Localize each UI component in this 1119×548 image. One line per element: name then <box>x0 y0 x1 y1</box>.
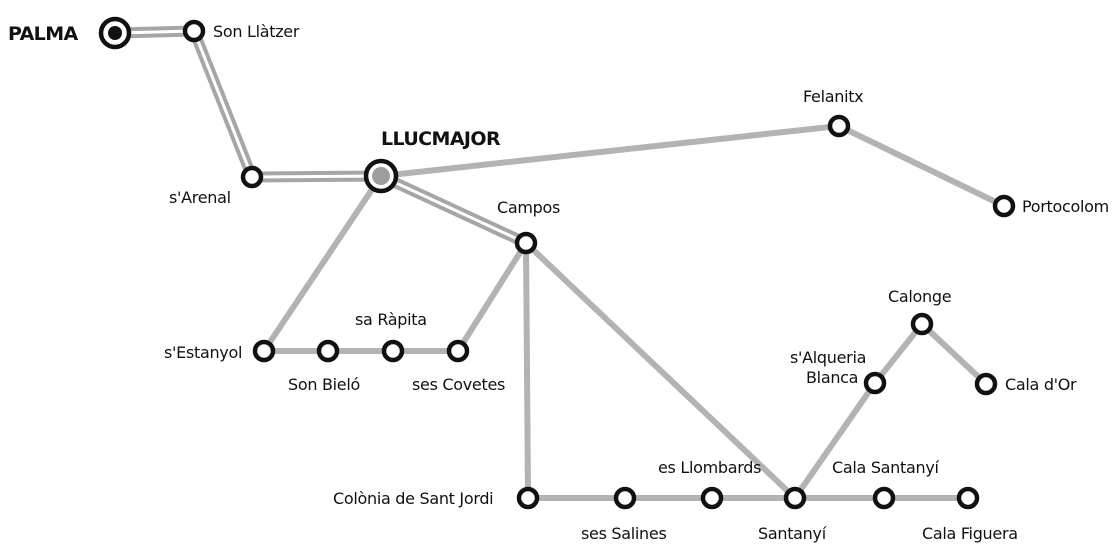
label-son-bielo: Son Bieló <box>288 375 360 394</box>
label-colonia-sant-jordi: Colònia de Sant Jordi <box>333 489 493 508</box>
label-campos: Campos <box>497 198 560 217</box>
stop-ses-salines <box>613 486 637 510</box>
stop-sarenal <box>240 165 264 189</box>
label-sarenal: s'Arenal <box>169 188 231 207</box>
stop-felanitx <box>827 114 851 138</box>
label-portocolom: Portocolom <box>1022 197 1109 216</box>
major-stop-llucmajor-core <box>372 167 390 185</box>
stop-es-llombards <box>700 486 724 510</box>
label-llucmajor: LLUCMAJOR <box>381 128 501 150</box>
stop-campos <box>514 231 538 255</box>
stop-calonge <box>910 312 934 336</box>
route-llucmajor-sestanyol <box>261 173 384 354</box>
stop-cala-figuera <box>956 486 980 510</box>
route-llucmajor-felanitx <box>378 123 842 179</box>
route-sescovetes-campos <box>455 240 529 354</box>
route-campos-colonia <box>523 240 531 501</box>
label-cala-figuera: Cala Figuera <box>922 524 1018 543</box>
label-ses-covetes: ses Covetes <box>412 375 505 394</box>
label-sa-rapita: sa Ràpita <box>355 310 427 329</box>
stop-sestanyol <box>252 339 276 363</box>
route-campos-santanyi <box>523 240 798 501</box>
stop-portocolom <box>992 194 1016 218</box>
labels: PALMA Son Llàtzer s'Arenal LLUCMAJOR Fel… <box>8 22 1109 543</box>
label-cala-santanyi: Cala Santanyí <box>832 458 940 477</box>
label-es-llombards: es Llombards <box>658 458 761 477</box>
label-son-llatzer: Son Llàtzer <box>213 22 300 41</box>
label-santanyi: Santanyí <box>758 524 827 543</box>
single-routes <box>261 123 1007 501</box>
route-felanitx-portocolom <box>836 123 1007 209</box>
label-felanitx: Felanitx <box>803 87 863 106</box>
major-stops <box>98 16 399 194</box>
label-salqueria-line2: Blanca <box>806 368 858 387</box>
route-salqueria-calonge <box>872 321 925 386</box>
stop-son-llatzer <box>182 19 206 43</box>
stop-salqueria-blanca <box>863 371 887 395</box>
stops <box>182 19 1016 510</box>
label-cala-dor: Cala d'Or <box>1005 375 1077 394</box>
major-stop-palma-core <box>108 26 122 40</box>
stop-ses-covetes <box>446 339 470 363</box>
label-calonge: Calonge <box>888 287 951 306</box>
stop-sa-rapita <box>381 339 405 363</box>
stop-colonia-sant-jordi <box>516 486 540 510</box>
label-palma: PALMA <box>8 23 78 45</box>
stop-santanyi <box>783 486 807 510</box>
label-salqueria-line1: s'Alqueria <box>790 348 866 367</box>
stop-cala-santanyi <box>872 486 896 510</box>
route-calonge-calador <box>919 321 989 387</box>
label-ses-salines: ses Salines <box>581 524 666 543</box>
stop-son-bielo <box>316 339 340 363</box>
label-sestanyol: s'Estanyol <box>164 343 242 362</box>
route-santanyi-salqueria <box>792 380 878 501</box>
stop-cala-dor <box>974 372 998 396</box>
